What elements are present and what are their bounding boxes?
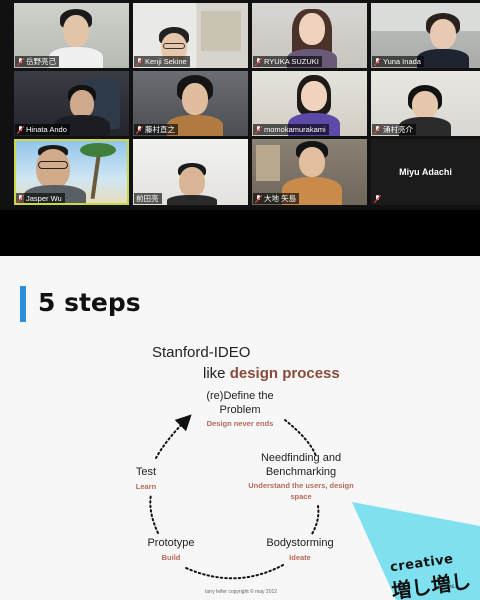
logo-triangle (352, 502, 480, 600)
subtitle-highlight: design process (229, 365, 340, 382)
video-tile[interactable]: 岳野亮己 (14, 3, 129, 68)
mic-muted-icon (374, 194, 381, 203)
step-sublabel: Build (161, 552, 181, 562)
participant-name-tag: 前田亮 (134, 193, 162, 204)
video-tile[interactable]: Kenji Sekine (133, 3, 248, 68)
participant-name: 涌村亮介 (383, 125, 413, 134)
mic-muted-icon (17, 57, 24, 66)
video-tile[interactable]: Yuna Inada (371, 3, 480, 68)
slide-subtitle-line1: Stanford-IDEO (152, 344, 251, 361)
participant-name-tag: 大地 矢島 (253, 193, 300, 204)
step-label: Problem (219, 403, 261, 416)
participant-name: 大地 矢島 (264, 194, 297, 203)
participant-name-tag: Kenji Sekine (134, 56, 190, 67)
cycle-arrow-segment (311, 505, 320, 535)
logo-text: inc. (446, 583, 457, 591)
slide-copyright: larry leifer copyright © may 2012 (205, 589, 278, 595)
video-tile-camera-off[interactable]: Miyu Adachi (371, 139, 480, 205)
step-define: (re)Define the Problem Design never ends (190, 390, 290, 429)
mic-muted-icon (17, 125, 24, 134)
participant-name-tag (372, 193, 384, 204)
participant-name-tag: momokamurakami (253, 124, 329, 135)
video-tile[interactable]: Hinata Ando (14, 71, 129, 136)
participant-name: Kenji Sekine (145, 57, 187, 66)
slide-title: 5 steps (38, 288, 141, 317)
participant-name: RYUKA SUZUKI (264, 57, 319, 66)
participant-name-tag: Jasper Wu (15, 193, 65, 204)
video-tile[interactable]: 藤村直之 (133, 71, 248, 136)
participant-display-name: Miyu Adachi (371, 139, 480, 205)
mic-muted-icon (255, 57, 262, 66)
cycle-arrow-segment (284, 419, 317, 457)
participant-name-tag: 涌村亮介 (372, 124, 416, 135)
video-tile[interactable]: RYUKA SUZUKI (252, 3, 367, 68)
participant-name: Jasper Wu (26, 194, 62, 203)
step-prototype: Prototype Build (136, 537, 206, 563)
participant-name: Yuna Inada (383, 57, 421, 66)
participant-name-tag: RYUKA SUZUKI (253, 56, 322, 67)
mic-muted-icon (374, 57, 381, 66)
step-label: Prototype (147, 537, 195, 549)
mic-muted-icon (136, 125, 143, 134)
mic-muted-icon (136, 57, 143, 66)
participant-name-tag: 藤村直之 (134, 124, 178, 135)
step-label: Test (135, 466, 157, 478)
cycle-arrow-segment (185, 564, 284, 580)
participant-name: momokamurakami (264, 125, 326, 134)
participant-name: 岳野亮己 (26, 57, 56, 66)
step-bodystorming: Bodystorming Ideate (254, 537, 346, 563)
step-sublabel: Design never ends (206, 419, 274, 428)
step-test: Test Learn (124, 466, 168, 492)
mic-muted-icon (17, 194, 24, 203)
video-tile[interactable]: 前田亮 (133, 139, 248, 205)
participant-name: 藤村直之 (145, 125, 175, 134)
step-needfinding: Needfinding and Benchmarking Understand … (236, 452, 366, 502)
participant-name-tag: Hinata Ando (15, 124, 70, 135)
video-grid: 岳野亮己 Kenji Sekine RYUKA SUZUKI (0, 0, 480, 210)
cycle-arrow-segment (149, 493, 159, 534)
step-label: (re)Define the (206, 390, 274, 402)
process-cycle-diagram (149, 414, 320, 580)
subtitle-prefix: like (203, 365, 230, 382)
video-tile[interactable]: 大地 矢島 (252, 139, 367, 205)
step-label: Needfinding and (260, 452, 342, 464)
step-label: Bodystorming (266, 537, 334, 549)
video-tile[interactable]: 涌村亮介 (371, 71, 480, 136)
step-sublabel: Learn (135, 481, 157, 491)
step-label: Benchmarking (265, 465, 337, 478)
separator (0, 210, 480, 256)
video-tile-active-speaker[interactable]: Jasper Wu (14, 139, 129, 205)
slide-subtitle-line2: like design process (203, 365, 340, 382)
participant-name-tag: 岳野亮己 (15, 56, 59, 67)
video-tile[interactable]: momokamurakami (252, 71, 367, 136)
title-accent-bar (20, 286, 26, 322)
mic-muted-icon (255, 194, 262, 203)
participant-name: Hinata Ando (26, 125, 67, 134)
mic-muted-icon (255, 125, 262, 134)
step-sublabel: Ideate (289, 552, 311, 562)
cycle-arrow-segment (155, 414, 192, 459)
participant-name-tag: Yuna Inada (372, 56, 424, 67)
mic-muted-icon (374, 125, 381, 134)
participant-name: 前田亮 (136, 194, 159, 203)
